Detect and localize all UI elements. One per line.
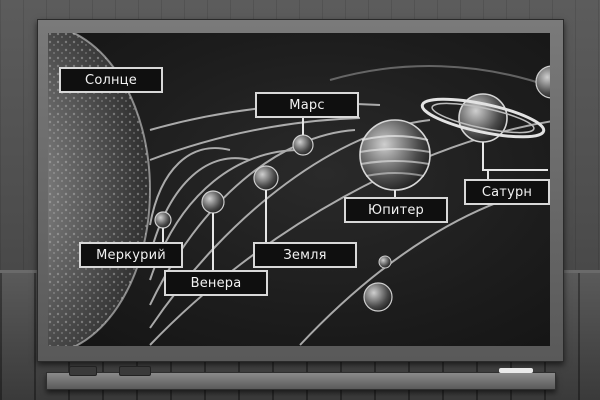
small-moon [378, 255, 392, 269]
mars-label: Марс [255, 92, 359, 118]
distant-moon [363, 282, 393, 312]
earth-planet [253, 165, 279, 191]
jupiter-planet [359, 119, 431, 191]
mercury-label: Меркурий [79, 242, 183, 268]
venus-label: Венера [164, 270, 268, 296]
mars-planet [292, 134, 314, 156]
sun-label: Солнце [59, 67, 163, 93]
mercury-planet [154, 211, 172, 229]
jupiter-label: Юпитер [344, 197, 448, 223]
venus-planet [201, 190, 225, 214]
eraser-1 [69, 366, 97, 376]
outer-planet [535, 65, 550, 99]
chalk-tray [46, 366, 556, 390]
saturn-planet [420, 93, 546, 143]
label-connectors [162, 116, 548, 271]
saturn-label: Сатурн [464, 179, 550, 205]
chalk-stick [499, 368, 533, 373]
earth-label: Земля [253, 242, 357, 268]
eraser-2 [119, 366, 151, 376]
